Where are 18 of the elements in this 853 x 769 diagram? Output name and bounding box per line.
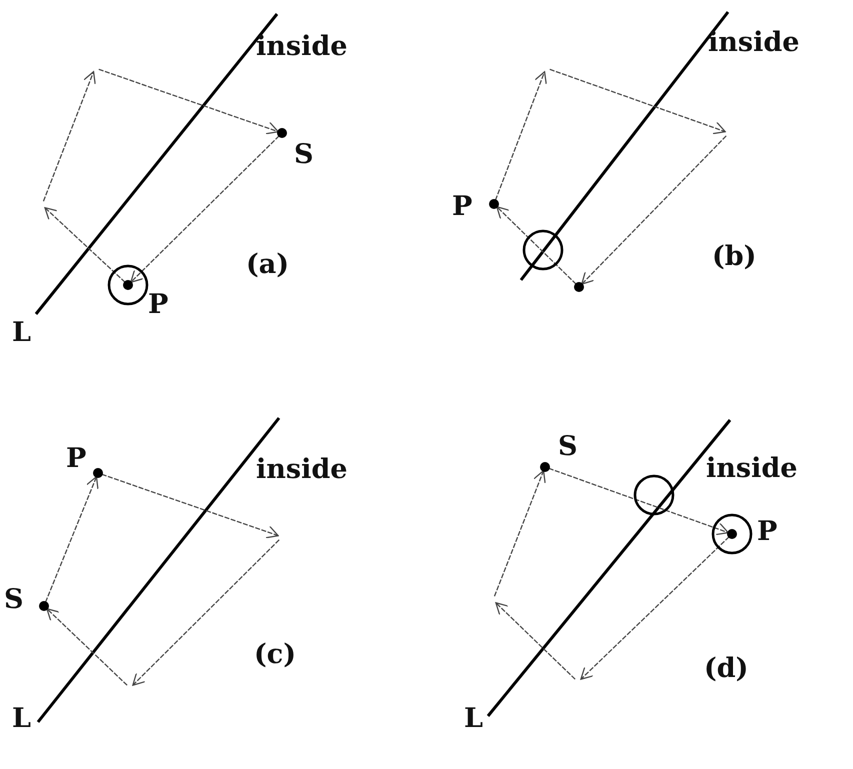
region-label: inside bbox=[708, 28, 800, 58]
point-label: P bbox=[66, 444, 86, 474]
line-label: L bbox=[464, 704, 483, 734]
region-label: inside bbox=[706, 454, 798, 484]
case-label: (c) bbox=[254, 640, 296, 670]
point-label: S bbox=[558, 432, 578, 462]
point-label: S bbox=[294, 140, 314, 170]
point-label: S bbox=[4, 585, 24, 615]
line-label: L bbox=[12, 318, 31, 348]
case-label: (a) bbox=[246, 250, 290, 280]
case-label: (d) bbox=[704, 654, 748, 684]
line-label: L bbox=[12, 704, 31, 734]
region-label: inside bbox=[256, 455, 348, 485]
case-label: (b) bbox=[712, 242, 756, 272]
region-label: inside bbox=[256, 32, 348, 62]
point-label: P bbox=[148, 290, 168, 320]
point-label: P bbox=[757, 517, 778, 547]
point-label: P bbox=[452, 192, 472, 222]
